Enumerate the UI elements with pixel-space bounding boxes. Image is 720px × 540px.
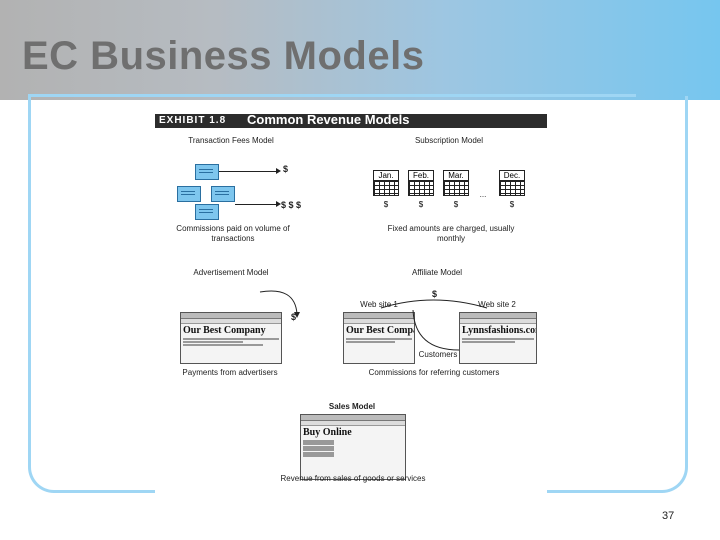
transaction-doc-icon — [211, 186, 235, 202]
advertisement-website-window: Our Best Company — [180, 312, 282, 364]
exhibit-label: EXHIBIT 1.8 — [159, 115, 227, 126]
transaction-arrowhead-1 — [276, 168, 281, 174]
advertisement-model-heading: Advertisement Model — [193, 268, 269, 277]
sales-model-heading: Sales Model — [328, 402, 376, 411]
transaction-caption: Commissions paid on volume of transactio… — [176, 224, 290, 243]
page-number: 37 — [662, 510, 675, 522]
transaction-arrowhead-2 — [276, 201, 281, 207]
calendar-month: Mar. $ — [443, 170, 469, 209]
transaction-arrow-2 — [235, 204, 277, 205]
affiliate-customers-label: Customers — [418, 350, 458, 359]
affiliate-money: $ — [432, 289, 438, 299]
affiliate-model-heading: Affiliate Model — [411, 268, 463, 277]
advertisement-money: $ — [291, 312, 297, 322]
advertisement-site-name: Our Best Company — [183, 325, 266, 336]
affiliate-website-1-window: Our Best Company — [343, 312, 415, 364]
transaction-money-single: $ — [283, 164, 289, 174]
sales-site-name: Buy Online — [303, 427, 352, 438]
affiliate-site2-name: Lynnsfashions.com — [462, 325, 536, 336]
affiliate-site1-label: Web site 1 — [360, 300, 398, 309]
affiliate-site2-label: Web site 2 — [478, 300, 516, 309]
advertisement-payment-arrow — [259, 290, 300, 318]
affiliate-website-2-window: Lynnsfashions.com — [459, 312, 537, 364]
calendar-month: Feb. $ — [408, 170, 434, 209]
transaction-arrow-1 — [219, 171, 277, 172]
transaction-money-multi: $ $ $ — [281, 200, 302, 210]
calendar-month: Jan. $ — [373, 170, 399, 209]
advertisement-caption: Payments from advertisers — [182, 368, 278, 377]
transaction-model-heading: Transaction Fees Model — [188, 136, 274, 145]
transaction-doc-icon — [177, 186, 201, 202]
exhibit-figure: EXHIBIT 1.8 Common Revenue Models Transa… — [155, 106, 547, 498]
sales-website-window: Buy Online — [300, 414, 406, 480]
affiliate-commission-arc — [380, 299, 488, 309]
exhibit-header-bar — [155, 114, 547, 128]
transaction-doc-icon — [195, 204, 219, 220]
subscription-ellipsis: ... — [479, 190, 487, 199]
slide-title: EC Business Models — [22, 34, 425, 78]
affiliate-site1-name: Our Best Company — [346, 325, 414, 336]
title-band — [0, 0, 720, 100]
affiliate-referral-arrow — [412, 309, 460, 351]
affiliate-caption: Commissions for referring customers — [368, 368, 500, 377]
sales-caption: Revenue from sales of goods or services — [280, 474, 426, 483]
exhibit-title: Common Revenue Models — [247, 112, 410, 127]
title-underline — [28, 94, 636, 97]
subscription-model-heading: Subscription Model — [414, 136, 484, 145]
transaction-doc-icon — [195, 164, 219, 180]
calendar-month: Dec. $ — [499, 170, 525, 209]
subscription-caption: Fixed amounts are charged, usually month… — [387, 224, 515, 243]
